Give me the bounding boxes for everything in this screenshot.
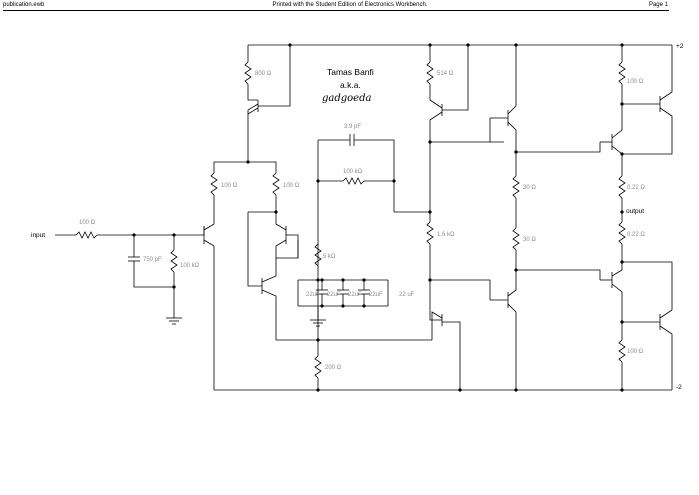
label-r-feedback: 100 kΩ: [343, 169, 363, 175]
capacitor-bank: [316, 280, 370, 306]
resistor-800: [244, 61, 252, 85]
label-r-tail-left: 100 Ω: [221, 183, 238, 189]
label-c-comp: 3.9 pF: [344, 124, 361, 130]
resistor-30-bottom: [512, 227, 520, 251]
resistor-514: [426, 61, 434, 85]
resistor-5k: [314, 243, 322, 267]
junction-dots: [132, 43, 624, 392]
label-r-top-vas: 514 Ω: [437, 71, 454, 77]
resistor-200: [314, 355, 322, 379]
label-r-emit-top: 0.22 Ω: [627, 185, 645, 191]
label-r-5k: 5 kΩ: [323, 254, 336, 260]
input-resistor: [75, 231, 98, 239]
bias-resistor: [170, 249, 178, 273]
label-r-emit-bot: 0.22 Ω: [627, 232, 645, 238]
label-r-bias-bot: 30 Ω: [523, 237, 536, 243]
resistor-emit-top: [618, 175, 626, 199]
file-name: publication.ewb: [3, 2, 45, 8]
label-r-out-top: 100 Ω: [627, 79, 644, 85]
label-r-top-left: 800 Ω: [255, 71, 272, 77]
input-label: input: [31, 232, 45, 239]
signature: gadgoeda: [322, 93, 372, 104]
label-r-out-bot: 100 Ω: [627, 349, 644, 355]
resistor-out-bottom: [618, 339, 626, 363]
resistor-1-6k: [426, 221, 434, 245]
label-c-bank-1: 22uF: [306, 292, 320, 298]
label-r-tail-right: 100 Ω: [283, 183, 300, 189]
label-c-bank-total: 22 uF: [399, 292, 415, 298]
q1-base: [200, 226, 205, 236]
label-c-bank-4: 22uF: [369, 292, 383, 298]
author-name: Tamas Banfi: [327, 67, 374, 77]
tail-resistor-right: [272, 172, 280, 196]
feedback-resistor: [342, 177, 365, 185]
output-label: output: [626, 208, 644, 215]
label-r-bias: 100 kΩ: [180, 263, 200, 269]
positive-rail-label: +2: [676, 43, 684, 50]
resistor-emit-bottom: [618, 221, 626, 245]
tail-resistor-left: [210, 172, 218, 196]
resistor-out-top: [618, 61, 626, 85]
resistor-30-top: [512, 175, 520, 199]
label-r-vas: 1.6 kΩ: [437, 232, 455, 238]
label-c-bank-2: 22uF: [327, 292, 341, 298]
header-divider: [3, 10, 669, 11]
label-r-bias-top: 30 Ω: [523, 185, 536, 191]
negative-rail-label: -2: [676, 384, 682, 391]
label-r-input: 100 Ω: [79, 220, 96, 226]
page-number: Page 1: [648, 2, 668, 8]
label-c-bank-3: 22uF: [348, 292, 362, 298]
print-notice: Printed with the Student Edition of Elec…: [272, 2, 428, 8]
label-c-input: 750 pF: [143, 257, 162, 263]
aka-text: a.k.a.: [340, 80, 361, 90]
label-r-bottom: 200 Ω: [325, 365, 342, 371]
